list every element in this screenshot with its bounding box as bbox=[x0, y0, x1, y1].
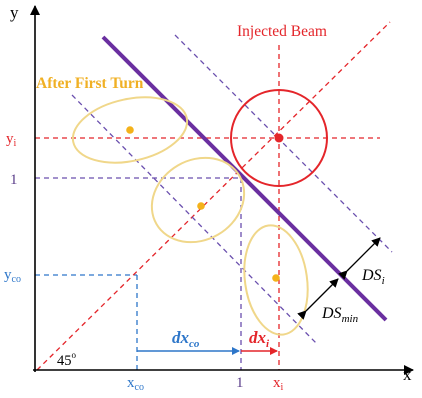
injected-beam-label: Injected Beam bbox=[237, 23, 327, 40]
angle-45-label: 45o bbox=[57, 350, 77, 369]
purple-dashed-line-right bbox=[174, 34, 393, 253]
dx-co-label: dxco bbox=[172, 328, 200, 350]
ds-i-label: DSi bbox=[361, 267, 385, 287]
dx-i-label: dxi bbox=[249, 328, 270, 350]
y-co-label: yco bbox=[4, 267, 21, 285]
diagonal-45-line bbox=[36, 21, 391, 371]
x-axis-label: x bbox=[403, 365, 412, 384]
orbit-ellipse-1 bbox=[71, 96, 189, 164]
ds-min-label: DSmin bbox=[321, 305, 359, 325]
orbit-dot-1 bbox=[126, 126, 134, 134]
injected-beam-circle bbox=[230, 89, 328, 187]
y-i-label: yi bbox=[6, 131, 17, 149]
x-i-label: xi bbox=[273, 375, 284, 393]
orbit-ellipse-3 bbox=[243, 224, 309, 336]
ds-i-arrow bbox=[338, 237, 381, 280]
orbit-ellipse-2 bbox=[150, 156, 246, 244]
y-one-label: 1 bbox=[10, 172, 18, 188]
purple-dashed-line-left bbox=[71, 94, 319, 346]
y-axis-label: y bbox=[10, 3, 19, 22]
x-one-label: 1 bbox=[236, 375, 244, 391]
x-co-label: xco bbox=[127, 375, 144, 393]
after-first-turn-label: After First Turn bbox=[36, 75, 144, 92]
ds-min-arrow bbox=[297, 278, 339, 320]
orbit-dot-2 bbox=[197, 202, 205, 210]
orbit-dot-3 bbox=[272, 274, 280, 282]
injected-beam-center bbox=[274, 133, 284, 143]
